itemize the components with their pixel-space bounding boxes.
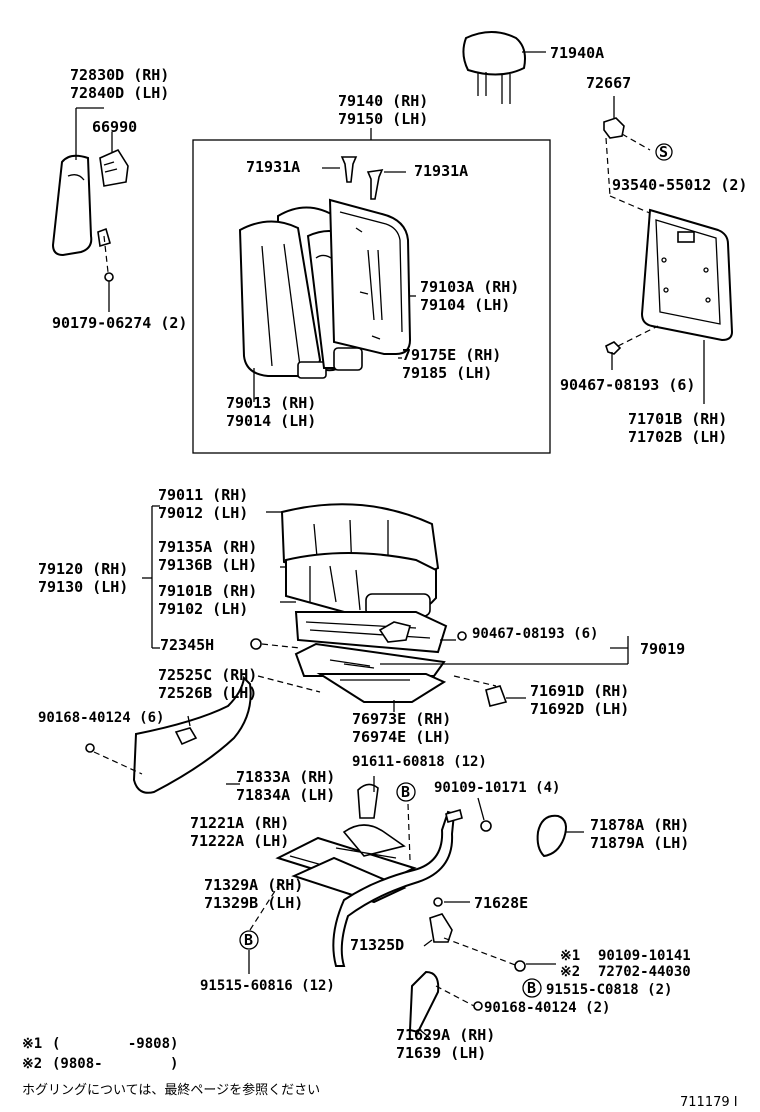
part-label: 79013 (RH) <box>226 394 316 412</box>
headrest-guide-part <box>340 156 384 200</box>
part-label: 90109-10141 <box>598 948 691 964</box>
part-label: 71692D (LH) <box>530 700 629 718</box>
seat-cushion-part <box>280 503 448 677</box>
part-label: 72345H <box>160 636 214 654</box>
part-label: 90109-10171 (4) <box>434 780 560 796</box>
b-marker: B <box>244 931 253 949</box>
part-label: 79011 (RH) <box>158 486 248 504</box>
part-label: 79136B (LH) <box>158 556 257 574</box>
lever-part <box>408 970 440 1034</box>
handle-71325-part <box>429 913 453 943</box>
part-label: 93540-55012 (2) <box>612 176 747 194</box>
part-label: 72525C (RH) <box>158 666 257 684</box>
part-label: 71221A (RH) <box>190 814 289 832</box>
seat-pan-part <box>316 673 447 703</box>
part-label: 71691D (RH) <box>530 682 629 700</box>
part-label: 71931A <box>246 158 300 176</box>
part-label: 79012 (LH) <box>158 504 248 522</box>
part-label: 71940A <box>550 44 604 62</box>
outer-shield-part <box>132 675 252 794</box>
part-label: 71834A (LH) <box>236 786 335 804</box>
seatback-frame-part <box>328 198 412 355</box>
part-label: 90467-08193 (6) <box>560 376 695 394</box>
note-mark: ※1 <box>560 948 580 964</box>
b-marker-icon <box>239 930 259 950</box>
part-label: 71878A (RH) <box>590 816 689 834</box>
knob-part <box>536 814 567 858</box>
seatback-cushion-part <box>238 206 363 379</box>
part-label: 90168-40124 (6) <box>38 710 164 726</box>
part-label: 79102 (LH) <box>158 600 248 618</box>
part-label: 79103A (RH) <box>420 278 519 296</box>
note-mark: ※2 <box>560 964 580 980</box>
part-label: 79130 (LH) <box>38 578 128 596</box>
armrest-part <box>51 148 129 257</box>
clip-72667-part <box>603 117 625 139</box>
part-label: 66990 <box>92 118 137 136</box>
footnote-mark: ※1 <box>22 1036 42 1052</box>
s-marker: S <box>659 143 668 161</box>
hog-ring-note: ホグリングについては、最終ページを参照ください <box>22 1082 320 1098</box>
part-label: 91611-60818 (12) <box>352 754 487 770</box>
cover-71691-part <box>485 685 508 707</box>
part-label: 71329A (RH) <box>204 876 303 894</box>
part-label: 71329B (LH) <box>204 894 303 912</box>
part-label: 79140 (RH) <box>338 92 428 110</box>
part-label: 71639 (LH) <box>396 1044 486 1062</box>
part-label: 71701B (RH) <box>628 410 727 428</box>
part-label: 90168-40124 (2) <box>484 1000 610 1016</box>
part-label: 71879A (LH) <box>590 834 689 852</box>
part-label: 79175E (RH) <box>402 346 501 364</box>
part-label: 76974E (LH) <box>352 728 451 746</box>
footnote-mark: ※2 <box>22 1056 42 1072</box>
part-label: 71931A <box>414 162 468 180</box>
part-label: 90467-08193 (6) <box>472 626 598 642</box>
part-label: 71702B (LH) <box>628 428 727 446</box>
headrest-part <box>462 31 526 104</box>
part-label: 72667 <box>586 74 631 92</box>
b-marker-icon <box>396 782 416 802</box>
part-label: 71629A (RH) <box>396 1026 495 1044</box>
handle-rod-part <box>332 810 456 967</box>
part-label: 91515-60816 (12) <box>200 978 335 994</box>
part-label: 71325D <box>350 936 404 954</box>
figure-id: 711179 I <box>680 1095 738 1110</box>
part-label: 72702-44030 <box>598 964 691 980</box>
s-marker-icon <box>655 143 673 161</box>
part-label: 79014 (LH) <box>226 412 316 430</box>
part-label: 79120 (RH) <box>38 560 128 578</box>
part-label: 72830D (RH) <box>70 66 169 84</box>
footnote-range: (9808- ) <box>52 1056 178 1072</box>
part-label: 79150 (LH) <box>338 110 428 128</box>
footnote-range: ( -9808) <box>52 1036 178 1052</box>
part-label: 79101B (RH) <box>158 582 257 600</box>
part-label: 72526B (LH) <box>158 684 257 702</box>
back-board-part <box>640 208 734 342</box>
part-label: 72840D (LH) <box>70 84 169 102</box>
part-label: 79019 <box>640 640 685 658</box>
part-label: 91515-C0818 (2) <box>546 982 672 998</box>
part-label: 90179-06274 (2) <box>52 314 187 332</box>
part-label: 71628E <box>474 894 528 912</box>
part-label: 76973E (RH) <box>352 710 451 728</box>
part-label: 79135A (RH) <box>158 538 257 556</box>
b-marker: B <box>527 979 536 997</box>
part-label: 79185 (LH) <box>402 364 492 382</box>
part-label: 79104 (LH) <box>420 296 510 314</box>
part-label: 71222A (LH) <box>190 832 289 850</box>
part-label: 71833A (RH) <box>236 768 335 786</box>
b-marker-icon <box>522 978 542 998</box>
b-marker: B <box>401 783 410 801</box>
